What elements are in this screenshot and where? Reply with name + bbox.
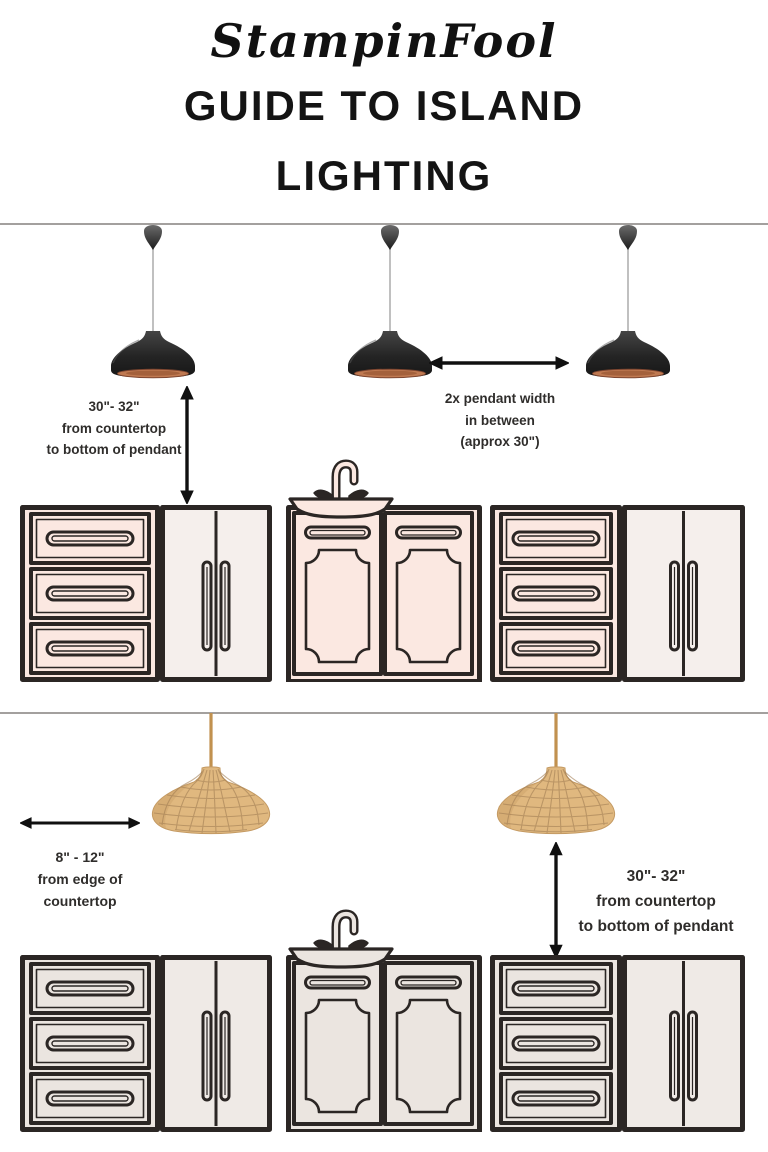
pendant-spacing-note: 2x pendant width in between (approx 30") <box>414 388 586 453</box>
black-pendant-icon <box>98 224 208 384</box>
ceiling-line-bottom <box>0 712 768 714</box>
spacing-range-arrow-icon <box>429 353 569 373</box>
pendant-height-note-2: 30"- 32" from countertop to bottom of pe… <box>556 864 756 939</box>
black-pendant-icon <box>573 224 683 384</box>
note-line: 30"- 32" <box>88 399 140 414</box>
note-line: from edge of <box>37 871 123 887</box>
note-line: to bottom of pendant <box>46 442 182 457</box>
page-title-line-1: GUIDE TO ISLAND <box>183 82 585 129</box>
note-line: (approx 30") <box>460 434 540 449</box>
rattan-pendant-icon <box>491 713 621 839</box>
note-line: 2x pendant width <box>444 391 556 406</box>
note-line: in between <box>465 412 535 428</box>
note-line: 30"- 32" <box>626 868 686 885</box>
note-line: from countertop <box>61 420 167 436</box>
pendant-height-note: 30"- 32" from countertop to bottom of pe… <box>28 396 200 461</box>
note-line: from countertop <box>596 893 716 910</box>
edge-distance-note: 8" - 12" from edge of countertop <box>10 846 150 912</box>
brand-logo: StampinFool <box>210 14 558 68</box>
page-title-line-2: LIGHTING <box>275 152 493 199</box>
cabinet-run-illustration-beige <box>20 905 745 1132</box>
ceiling-line-top <box>0 223 768 225</box>
note-line: to bottom of pendant <box>578 918 734 935</box>
note-line: 8" - 12" <box>55 849 105 865</box>
cabinet-run-illustration-pink <box>20 455 745 682</box>
edge-distance-arrow-icon <box>20 813 140 833</box>
rattan-pendant-icon <box>146 713 276 839</box>
note-line: countertop <box>43 893 117 909</box>
